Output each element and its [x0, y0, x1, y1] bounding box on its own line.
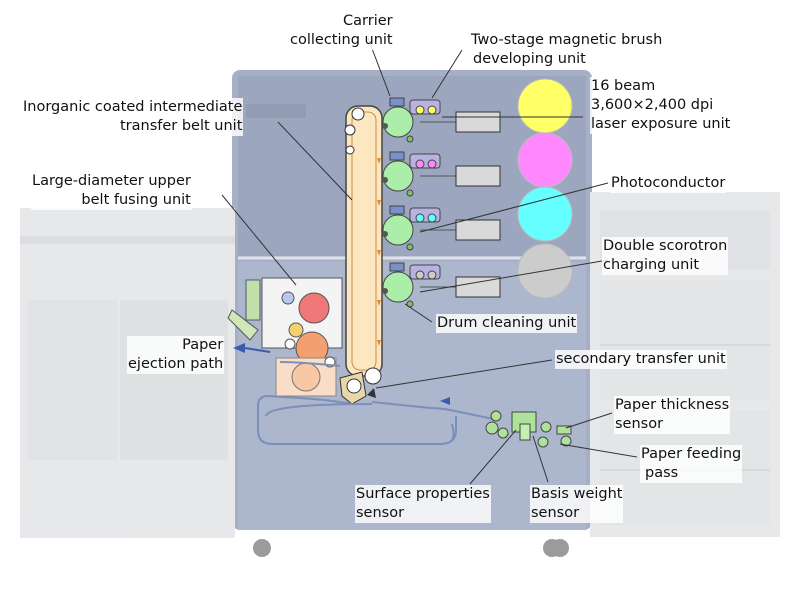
- transfer-belt: [344, 105, 383, 385]
- label-line: collecting unit: [290, 32, 393, 48]
- label-line: Surface properties: [356, 486, 490, 502]
- label-line: charging unit: [603, 257, 700, 273]
- cleaning-blade: [406, 189, 414, 197]
- developer-roller: [427, 213, 437, 223]
- cleaning-blade: [406, 135, 414, 143]
- label-line: Paper feeding: [641, 446, 742, 462]
- label-line: Carrier: [343, 13, 393, 29]
- label-line: 16 beam: [591, 78, 656, 94]
- transfer-roller: [382, 288, 388, 294]
- cleaning-blade: [406, 243, 414, 251]
- photoconductor-drum: [382, 214, 414, 246]
- label-line: Photoconductor: [611, 175, 726, 191]
- label-line: Paper thickness: [615, 397, 730, 413]
- photoconductor-drum: [382, 271, 414, 303]
- label-line: laser exposure unit: [591, 116, 731, 132]
- label-line: Drum cleaning unit: [437, 315, 577, 331]
- imaging-stations: [382, 78, 573, 308]
- toner-circle: [517, 186, 573, 242]
- label-line: 3,600×2,400 dpi: [591, 97, 714, 113]
- secondary-transfer-arrow: [367, 388, 376, 398]
- developer-roller: [415, 270, 425, 280]
- secondary-transfer-roller: [339, 371, 367, 405]
- label-line: ejection path: [128, 356, 224, 372]
- developer-roller: [415, 105, 425, 115]
- photoconductor-drum: [382, 160, 414, 192]
- laser-exposure-unit-label: 16 beam 3,600×2,400 dpi laser exposure u…: [590, 77, 732, 134]
- leader-lines: [221, 37, 638, 485]
- fusing-unit-label: Large-diameter upper belt fusing unit: [31, 172, 192, 210]
- label-line: Inorganic coated intermediate: [23, 99, 243, 115]
- toner-circle: [517, 132, 573, 188]
- developer-roller: [427, 159, 437, 169]
- carrier-collector: [389, 151, 405, 161]
- paper-thickness-sensor-label: Paper thickness sensor: [614, 396, 731, 434]
- secondary-transfer-unit-label: secondary transfer unit: [555, 350, 727, 369]
- photoconductor-drum: [382, 106, 414, 138]
- surface-properties-sensor-label: Surface properties sensor: [355, 485, 491, 523]
- transfer-roller: [382, 123, 388, 129]
- label-line: sensor: [531, 505, 580, 521]
- printer-body: [20, 70, 780, 557]
- carrier-collector: [389, 262, 405, 272]
- carrier-collector: [389, 205, 405, 215]
- label-line: Paper: [182, 337, 224, 353]
- paper-feed-arrow: [440, 397, 450, 405]
- label-line: Basis weight: [531, 486, 623, 502]
- label-line: sensor: [615, 416, 664, 432]
- photoconductor-label: Photoconductor: [610, 174, 727, 193]
- transfer-roller: [382, 231, 388, 237]
- laser-exposure-box: [455, 276, 501, 298]
- paper-feeding-pass-label: Paper feeding pass: [640, 445, 743, 483]
- sensors: [485, 410, 572, 448]
- label-line: transfer belt unit: [119, 118, 243, 134]
- label-line: Large-diameter upper: [32, 173, 191, 189]
- laser-exposure-box: [455, 111, 501, 133]
- transfer-roller: [382, 177, 388, 183]
- paper-ejection-path-label: Paper ejection path: [127, 336, 225, 374]
- paper-path: [257, 361, 499, 445]
- carrier-collector: [389, 97, 405, 107]
- laser-exposure-box: [455, 165, 501, 187]
- transfer-belt-unit-label: Inorganic coated intermediate transfer b…: [22, 98, 244, 136]
- developer-roller: [415, 159, 425, 169]
- label-line: Double scorotron: [603, 238, 728, 254]
- carrier-collecting-unit-label: Carrier collecting unit: [289, 12, 394, 50]
- label-line: pass: [645, 465, 679, 481]
- label-line: secondary transfer unit: [556, 351, 726, 367]
- basis-weight-sensor-label: Basis weight sensor: [530, 485, 624, 523]
- laser-exposure-box: [455, 219, 501, 241]
- label-line: Two-stage magnetic brush: [471, 32, 663, 48]
- toner-circle: [517, 78, 573, 134]
- charging-unit-label: Double scorotron charging unit: [602, 237, 729, 275]
- developer-roller: [415, 213, 425, 223]
- label-line: developing unit: [473, 51, 586, 67]
- label-line: belt fusing unit: [81, 192, 191, 208]
- fusing-unit: [227, 277, 343, 397]
- magnetic-brush-developing-unit-label: Two-stage magnetic brush developing unit: [470, 31, 664, 69]
- developer-roller: [427, 105, 437, 115]
- developer-roller: [427, 270, 437, 280]
- drum-cleaning-unit-label: Drum cleaning unit: [436, 314, 578, 333]
- label-line: sensor: [356, 505, 405, 521]
- paper-ejection-arrow: [233, 343, 245, 353]
